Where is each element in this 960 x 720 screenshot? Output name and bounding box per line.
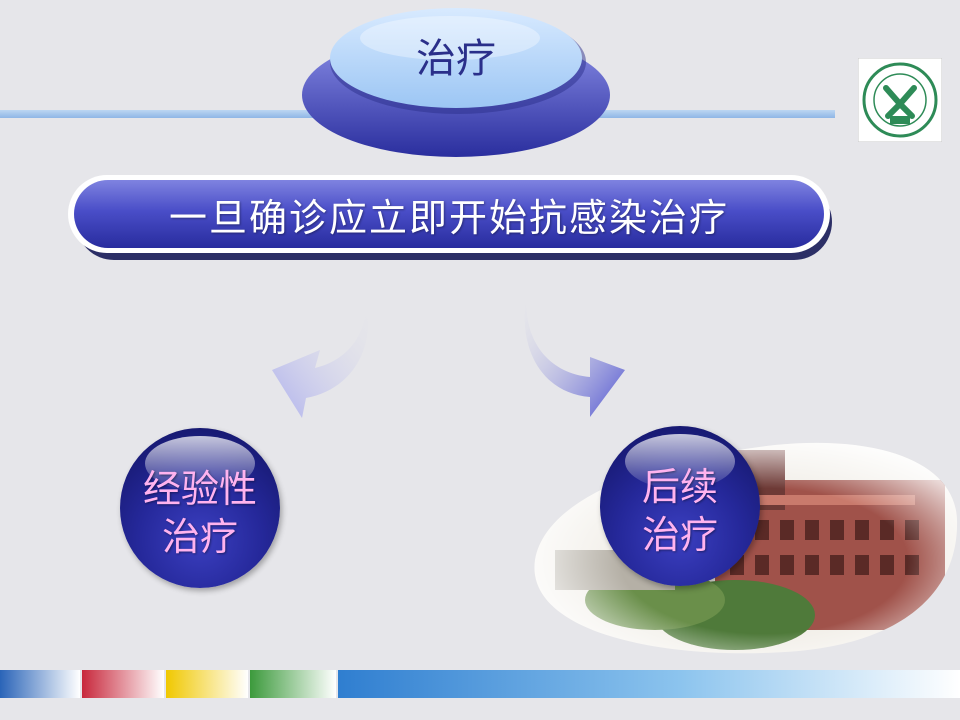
circle-label-line1: 后续 (641, 465, 718, 509)
title-ellipse-shape (302, 8, 610, 157)
hospital-logo (857, 57, 943, 143)
follow-up-therapy-circle: 后续 治疗 (600, 426, 760, 586)
circle-highlight (145, 436, 255, 491)
circle-label-line1: 经验性 (142, 467, 257, 511)
title-ellipse: 治疗 (300, 0, 612, 160)
empirical-therapy-circle: 经验性 治疗 (120, 428, 280, 588)
curved-arrow-left (270, 290, 380, 420)
hospital-logo-mark (857, 57, 943, 143)
footer-segment-blue (0, 670, 80, 698)
circle-label-line2: 治疗 (161, 515, 238, 559)
footer-segment-green (250, 670, 336, 698)
circle-label: 经验性 治疗 (120, 428, 280, 588)
footer-segment-long-blue (338, 670, 960, 698)
banner-text: 一旦确诊应立即开始抗感染治疗 (168, 195, 729, 240)
circle-label-line2: 治疗 (641, 513, 718, 557)
arrow-right-icon (524, 287, 625, 417)
banner-body (74, 180, 824, 248)
footer-color-strip (0, 670, 960, 698)
slide-title: 治疗 (416, 36, 496, 82)
footer-segment-yellow (166, 670, 248, 698)
circle-highlight (625, 434, 735, 489)
circle-label: 后续 治疗 (600, 426, 760, 586)
footer-segment-red (82, 670, 164, 698)
curved-arrow-right (520, 285, 630, 420)
arrow-left-icon (272, 295, 369, 418)
